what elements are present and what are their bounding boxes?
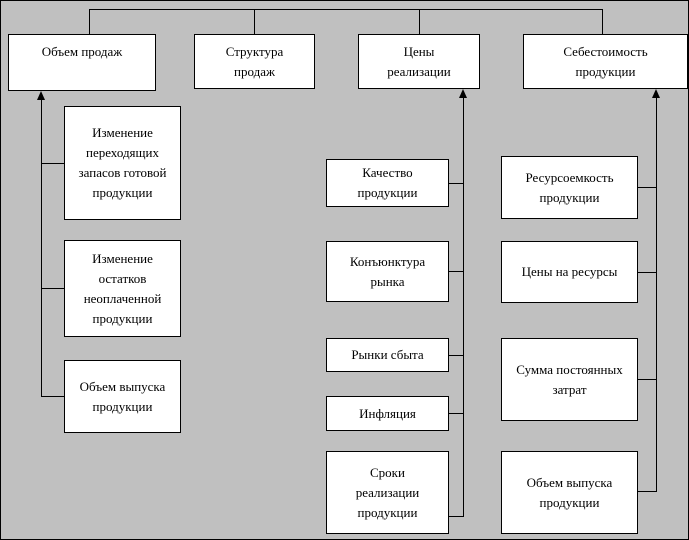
node-carryover-stock-change: Изменение переходящих запасов готовой пр… [64, 106, 181, 220]
connector-stub-inflation [449, 413, 464, 414]
node-realization-prices: Цены реализации [358, 34, 480, 89]
connector-drop-production-cost [602, 9, 603, 34]
connector-stub-fixed-costs [638, 379, 657, 380]
node-sales-volume: Объем продаж [8, 34, 156, 91]
connector-right-vertical [656, 93, 657, 492]
connector-stub-output-left [41, 396, 64, 397]
node-production-cost: Себестоимость продукции [523, 34, 688, 89]
connector-left-vertical [41, 95, 42, 397]
node-unpaid-balance-change: Изменение остатков неоплаченной продукци… [64, 240, 181, 337]
connector-stub-output-right [638, 491, 657, 492]
connector-drop-sales-structure [254, 9, 255, 34]
node-sales-markets: Рынки сбыта [326, 338, 449, 372]
connector-top-horizontal [89, 9, 603, 10]
connector-stub-quality [449, 183, 464, 184]
node-resource-prices: Цены на ресурсы [501, 241, 638, 303]
connector-drop-realization-prices [419, 9, 420, 34]
node-inflation: Инфляция [326, 396, 449, 431]
connector-stub-markets [449, 355, 464, 356]
node-output-volume-right: Объем выпуска продукции [501, 451, 638, 534]
connector-stub-terms [449, 516, 464, 517]
node-fixed-costs-sum: Сумма постоянных затрат [501, 338, 638, 421]
connector-stub-conjuncture [449, 271, 464, 272]
node-product-quality: Качество продукции [326, 159, 449, 207]
connector-stub-unpaid [41, 288, 64, 289]
node-market-conditions: Конъюнктура рынка [326, 241, 449, 302]
node-realization-terms: Сроки реализации продукции [326, 451, 449, 534]
connector-drop-sales-volume [89, 9, 90, 34]
node-resource-intensity: Ресурсоемкость продукции [501, 156, 638, 219]
node-sales-structure: Структура продаж [194, 34, 315, 89]
connector-middle-vertical [463, 93, 464, 517]
connector-stub-resource-intensity [638, 187, 657, 188]
node-output-volume-left: Объем выпуска продукции [64, 360, 181, 433]
connector-stub-carryover [41, 163, 64, 164]
connector-stub-resource-prices [638, 272, 657, 273]
